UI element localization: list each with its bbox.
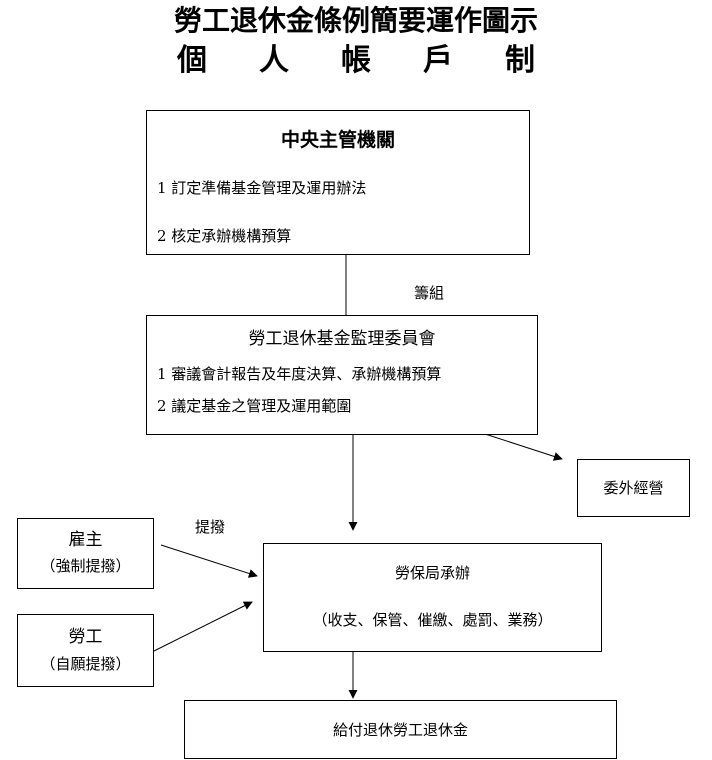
labor-insurance-bureau-box: 勞保局承辦 （收支、保管、催繳、處罰、業務） <box>263 543 602 652</box>
supervisory-committee-item: 1 審議會計報告及年度決算、承辦機構預算 <box>157 365 442 383</box>
payout-box: 給付退休勞工退休金 <box>184 700 617 759</box>
outsourced-box: 委外經營 <box>577 459 690 517</box>
outsourced-label: 委外經營 <box>603 479 664 497</box>
organize-label: 籌組 <box>414 284 445 302</box>
worker-note: （自願提撥） <box>40 655 131 673</box>
arrow-committee-to-outsourced <box>481 432 563 461</box>
worker-box: 勞工 （自願提撥） <box>17 614 154 687</box>
central-authority-heading: 中央主管機關 <box>280 129 395 151</box>
arrow-worker-to-bureau <box>153 601 253 652</box>
central-authority-item: 1 訂定準備基金管理及運用辦法 <box>157 179 367 197</box>
labor-insurance-bureau-heading: 勞保局承辦 <box>394 564 470 582</box>
supervisory-committee-item: 2 議定基金之管理及運用範圍 <box>157 397 352 415</box>
employer-note: （強制提撥） <box>40 557 131 575</box>
supervisory-committee-heading: 勞工退休基金監理委員會 <box>248 329 436 349</box>
employer-box: 雇主 （強制提撥） <box>17 518 154 589</box>
labor-insurance-bureau-duties: （收支、保管、催繳、處罰、業務） <box>312 611 553 629</box>
contribute-label: 提撥 <box>195 518 226 536</box>
employer-name: 雇主 <box>68 530 103 550</box>
diagram-title: 勞工退休金條例簡要運作圖示 <box>173 4 538 37</box>
payout-label: 給付退休勞工退休金 <box>332 721 468 739</box>
worker-name: 勞工 <box>68 627 103 647</box>
diagram-subtitle: 個人帳戶制 <box>177 43 587 78</box>
central-authority-item: 2 核定承辦機構預算 <box>157 227 292 245</box>
arrow-employer-to-bureau <box>160 544 258 578</box>
supervisory-committee-box: 勞工退休基金監理委員會 1 審議會計報告及年度決算、承辦機構預算 2 議定基金之… <box>146 315 538 435</box>
central-authority-box: 中央主管機關 1 訂定準備基金管理及運用辦法 2 核定承辦機構預算 <box>146 110 530 255</box>
